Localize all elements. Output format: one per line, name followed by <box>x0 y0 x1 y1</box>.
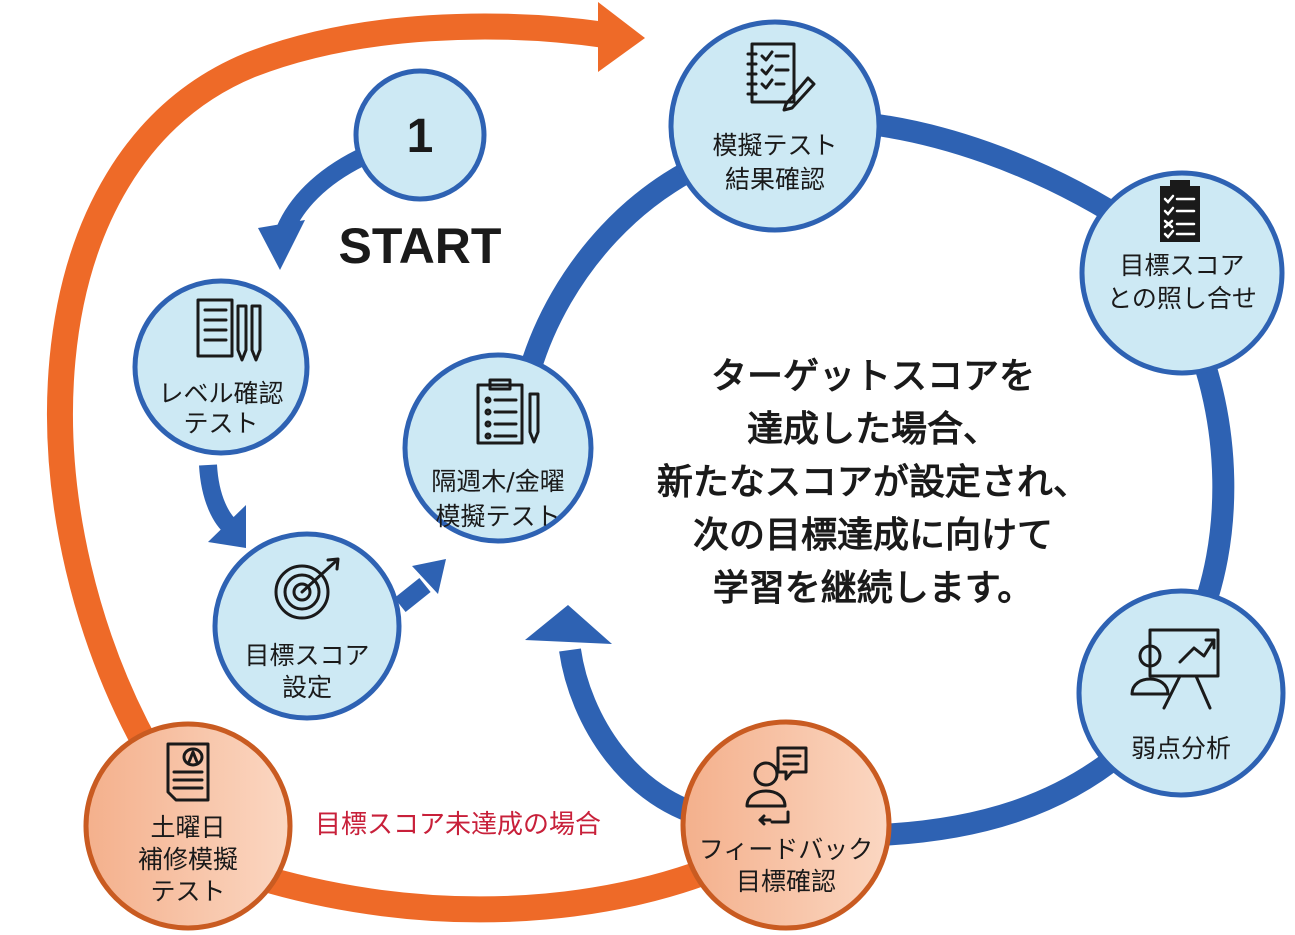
node-score-compare: 目標スコア との照し合せ <box>1079 170 1285 376</box>
start-node: 1 <box>353 68 487 202</box>
node-saturday-test-line2: 補修模擬 <box>138 845 238 874</box>
node-score-compare-line1: 目標スコア <box>1119 251 1244 280</box>
start-flow <box>199 149 446 613</box>
node-result-check-line2: 結果確認 <box>725 165 825 194</box>
node-level-test-line2: テスト <box>183 409 258 438</box>
node-biweekly-test-line2: 模擬テスト <box>435 502 560 531</box>
center-message-line3: 新たなスコアが設定され、 <box>657 462 1089 503</box>
failure-label: 目標スコア未達成の場合 <box>315 810 601 840</box>
level-to-target-arrowhead <box>208 505 246 548</box>
orange-arrowhead <box>598 2 645 72</box>
node-result-check: 模擬テスト 結果確認 <box>668 19 882 233</box>
clipboard-pen-icon <box>476 378 540 445</box>
center-message-line4: 次の目標達成に向けて <box>693 515 1053 556</box>
start-arrowhead <box>258 220 305 270</box>
node-score-compare-line2: との照し合せ <box>1107 284 1257 313</box>
node-weakness: 弱点分析 <box>1076 588 1286 798</box>
node-target-setting-line2: 設定 <box>282 673 332 702</box>
notebook-pencil-icon <box>746 42 816 112</box>
person-speech-icon <box>745 746 808 826</box>
node-biweekly-test: 隔週木/金曜 模擬テスト <box>402 352 594 544</box>
node-result-check-line1: 模擬テスト <box>712 131 837 160</box>
node-feedback-line2: 目標確認 <box>736 867 836 896</box>
node-saturday-test-line3: テスト <box>150 877 225 906</box>
node-level-test-line1: レベル確認 <box>158 379 283 408</box>
orange-loop <box>47 2 751 923</box>
presentation-chart-icon <box>1130 628 1220 710</box>
blue-return-arrowhead <box>525 605 612 644</box>
center-message-line1: ターゲットスコアを <box>711 356 1035 397</box>
node-feedback: フィードバック 目標確認 <box>680 719 892 931</box>
graded-paper-icon <box>166 742 210 802</box>
node-saturday-test: 土曜日 補修模擬 テスト <box>83 721 293 931</box>
test-sheet-pencils-icon <box>196 298 262 362</box>
target-to-test-arrowhead <box>412 559 446 594</box>
target-arrow-icon <box>274 557 340 620</box>
node-biweekly-test-line1: 隔週木/金曜 <box>431 467 564 496</box>
node-target-setting-line1: 目標スコア <box>244 641 369 670</box>
clipboard-checklist-icon <box>1160 180 1200 242</box>
start-number: 1 <box>407 110 434 163</box>
node-feedback-line1: フィードバック <box>699 835 874 864</box>
node-weakness-line1: 弱点分析 <box>1131 734 1231 763</box>
center-message: ターゲットスコアを 達成した場合、 新たなスコアが設定され、 次の目標達成に向け… <box>657 356 1089 609</box>
center-message-line5: 学習を継続します。 <box>713 567 1033 609</box>
node-level-test: レベル確認 テスト <box>132 278 310 456</box>
node-saturday-test-line1: 土曜日 <box>150 813 225 842</box>
node-target-setting: 目標スコア 設定 <box>212 531 402 721</box>
start-label: START <box>339 218 502 274</box>
center-message-line2: 達成した場合、 <box>747 409 999 450</box>
